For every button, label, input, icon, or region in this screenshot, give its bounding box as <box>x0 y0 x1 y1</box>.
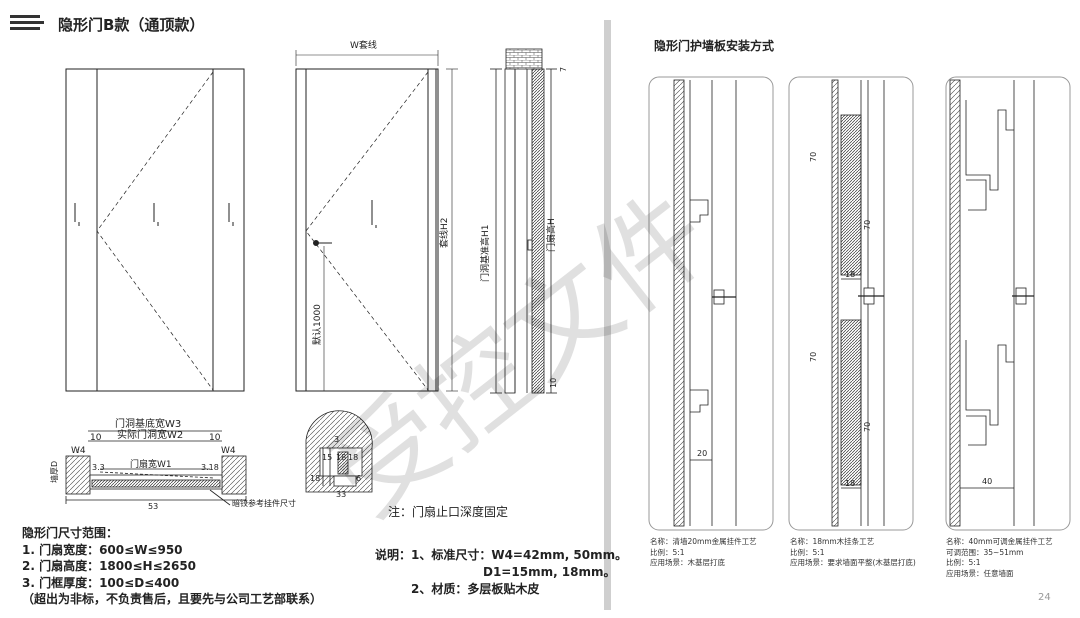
menu-icon <box>10 15 44 31</box>
panel2-caption-name: 名称：18mm木挂条工艺 <box>790 537 875 546</box>
section-title: 隐形门护墙板安装方式 <box>654 39 775 53</box>
panel2-dim-70c: 70 <box>809 352 818 362</box>
frame-corner-detail <box>305 410 373 493</box>
panel2-dim-70a: 70 <box>809 152 818 162</box>
panel2-dim-18b: 18 <box>845 479 855 488</box>
panel2-dim-70d: 70 <box>863 422 872 432</box>
watermark-text: 受控文件 <box>307 169 733 541</box>
dim-w3: 门洞基底宽W3 <box>115 417 181 430</box>
panel1-caption-scale: 比例：5:1 <box>650 547 685 557</box>
dim-3-3: 3.3 <box>92 463 105 472</box>
install-panel-1-frame <box>648 76 774 531</box>
desc-line-1: 说明：1、标准尺寸：W4=42mm, 50mm。 <box>375 548 628 562</box>
door-plan-section <box>65 430 247 506</box>
panel3-caption-range: 可调范围：35~51mm <box>946 547 1024 557</box>
detail-15: 15 <box>322 453 332 462</box>
dim-10-left: 10 <box>90 433 102 443</box>
panel3-caption-name: 名称：40mm可调金属挂件工艺 <box>946 537 1053 546</box>
panel1-caption-name: 名称：清墙20mm金属挂件工艺 <box>650 537 757 546</box>
hinge-reference-label: 暗铰参考挂件尺寸 <box>232 498 296 508</box>
panel3-caption-use: 应用场景：任意墙面 <box>946 568 1014 578</box>
dim-h-leaf: 门扇高H <box>545 218 557 252</box>
dim-w4-left: W4 <box>71 446 86 456</box>
install-panel-2-frame <box>788 76 914 531</box>
panel1-caption-use: 应用场景：木基层打底 <box>650 558 725 567</box>
dim-w4-right: W4 <box>221 446 236 456</box>
dim-10: 10 <box>549 378 558 388</box>
detail-18c: 18 <box>310 474 320 483</box>
desc-line-2: D1=15mm, 18mm。 <box>483 565 616 579</box>
dim-w2: 实际门洞宽W2 <box>117 428 183 441</box>
spec-line-1: 1. 门扇宽度：600≤W≤950 <box>22 542 183 557</box>
install-panel-3-drawing <box>949 79 1035 527</box>
standard-description: 说明：1、标准尺寸：W4=42mm, 50mm。 D1=15mm, 18mm。 … <box>375 547 627 598</box>
panel2-dim-70b: 70 <box>863 220 872 230</box>
spec-line-4: （超出为非标，不负责售后，且要先与公司工艺部联系） <box>22 592 323 606</box>
dim-handle-height: 默认1000 <box>311 304 323 345</box>
panel-divider <box>604 20 611 610</box>
desc-line-3: 2、材质：多层板贴木皮 <box>411 582 540 596</box>
door-side-section <box>490 48 557 394</box>
dim-53: 53 <box>148 502 158 511</box>
panel3-caption: 名称：40mm可调金属挂件工艺 可调范围：35~51mm 比例：5:1 应用场景… <box>946 537 1053 579</box>
panel1-caption: 名称：清墙20mm金属挂件工艺 比例：5:1 应用场景：木基层打底 <box>650 537 757 569</box>
spec-line-3: 3. 门框厚度：100≤D≤400 <box>22 575 180 590</box>
install-panel-2-drawing <box>831 79 885 527</box>
spec-title: 隐形门尺寸范围： <box>22 526 119 540</box>
detail-18b: 18 <box>348 453 358 462</box>
dim-w1: 门扇宽W1 <box>130 458 172 470</box>
door-elevation-front <box>65 68 245 392</box>
note-depth: 注：门扇止口深度固定 <box>388 505 509 519</box>
door-elevation-dimensioned <box>295 50 458 392</box>
panel2-dim-18a: 18 <box>845 270 855 279</box>
detail-6: 6 <box>356 474 361 483</box>
size-range-spec: 隐形门尺寸范围： 1. 门扇宽度：600≤W≤950 2. 门扇高度：1800≤… <box>22 525 322 608</box>
detail-18a: 18 <box>336 453 346 462</box>
install-panel-3-frame <box>945 76 1071 531</box>
panel3-dim-40: 40 <box>982 477 992 486</box>
spec-line-2: 2. 门扇高度：1800≤H≤2650 <box>22 559 197 573</box>
panel1-dim-20: 20 <box>697 449 707 458</box>
dim-w-total: W套线 <box>350 39 377 51</box>
detail-3: 3 <box>334 435 339 444</box>
dim-h2: 套线H2 <box>438 218 450 249</box>
dim-3-18: 3.18 <box>201 463 219 472</box>
panel2-caption-use: 应用场景：要求墙面平整(木基层打底) <box>790 558 916 567</box>
page-title: 隐形门B款（通顶款） <box>58 16 205 34</box>
dim-10-right: 10 <box>209 433 221 443</box>
page-number: 24 <box>1038 592 1051 603</box>
detail-33: 33 <box>336 490 346 499</box>
install-panel-1-drawing <box>673 79 737 527</box>
panel3-caption-scale: 比例：5:1 <box>946 558 981 567</box>
dim-wall-d: 墙厚D <box>49 461 59 483</box>
panel2-caption-scale: 比例：5:1 <box>790 547 825 557</box>
dim-h1: 门洞基准高H1 <box>479 225 491 283</box>
dim-7: 7 <box>559 67 568 72</box>
panel2-caption: 名称：18mm木挂条工艺 比例：5:1 应用场景：要求墙面平整(木基层打底) <box>790 537 916 569</box>
